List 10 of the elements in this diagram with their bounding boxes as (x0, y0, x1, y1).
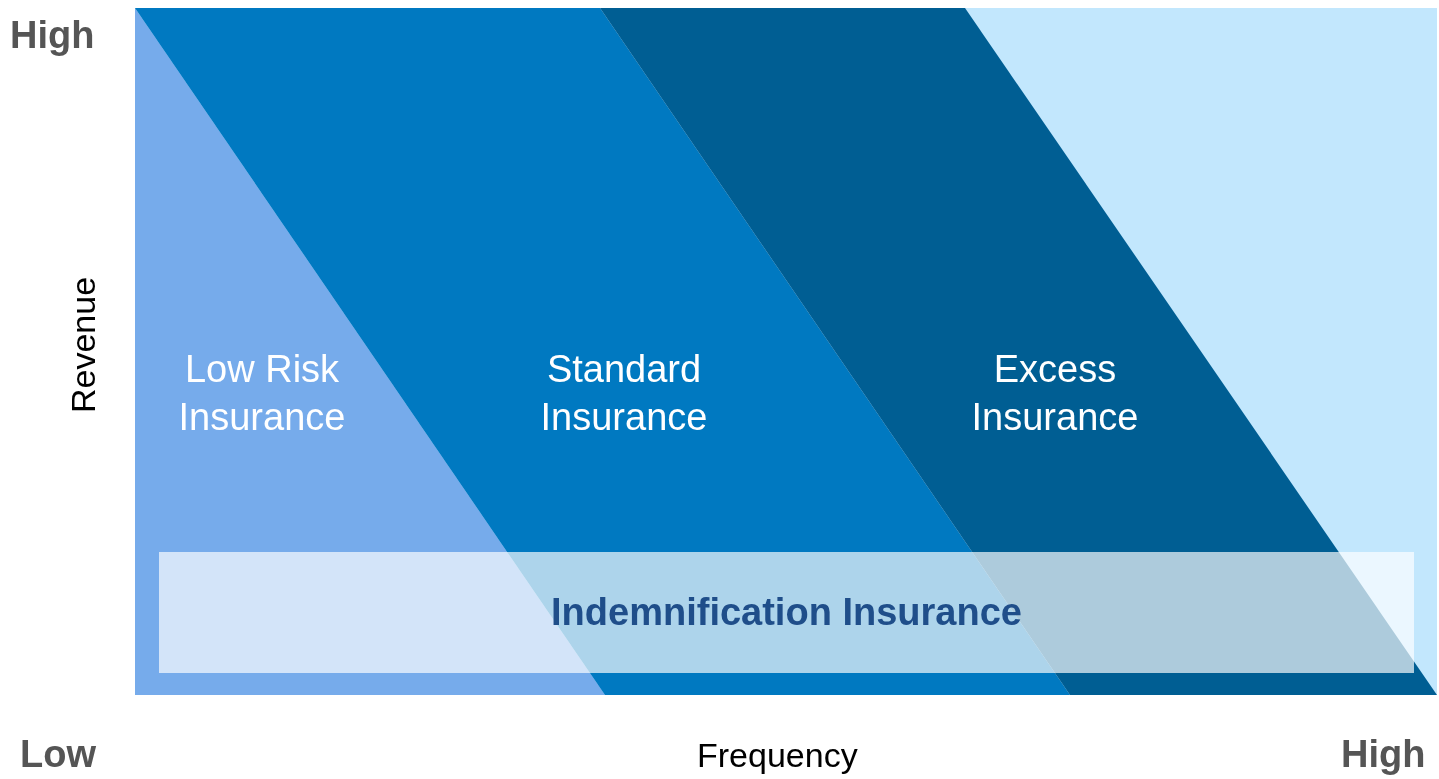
axis-end-label: High (1341, 733, 1426, 776)
axis-end-label: Low (20, 733, 96, 776)
axis-end-label: High (10, 14, 95, 57)
band-label: Standard Insurance (539, 347, 709, 440)
overlay-box (159, 552, 1414, 673)
axis-title: Revenue (63, 276, 103, 414)
band-label: Low Risk Insurance (177, 347, 347, 440)
box-label: Indemnification Insurance (551, 591, 1022, 634)
axis-title: Frequency (697, 736, 858, 775)
band-label: Excess Insurance (970, 347, 1140, 440)
